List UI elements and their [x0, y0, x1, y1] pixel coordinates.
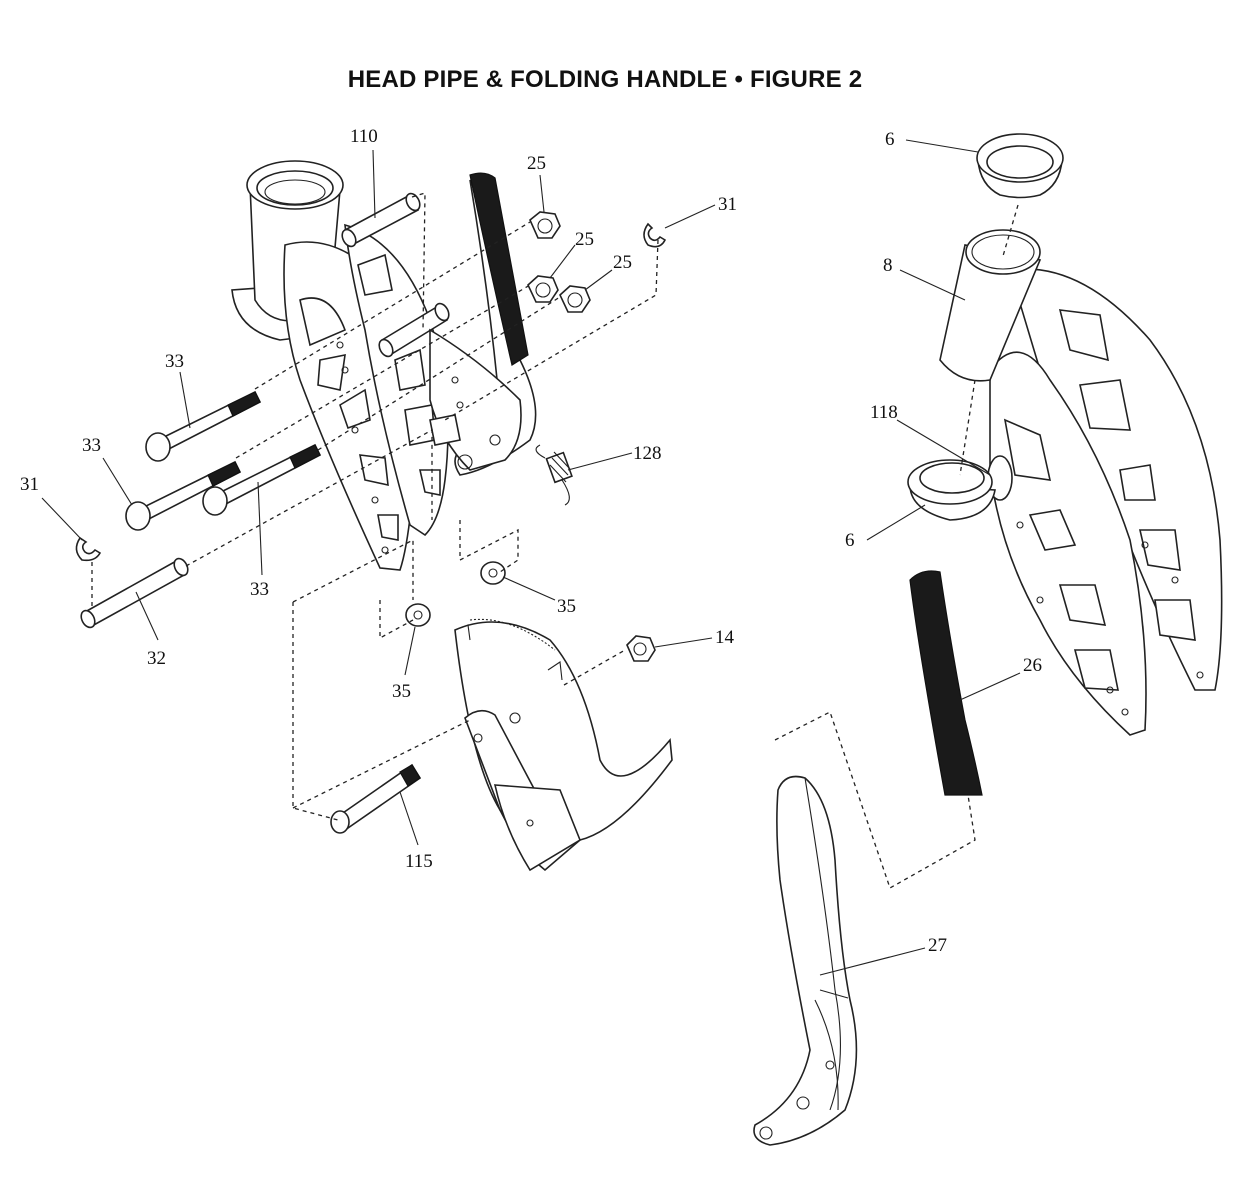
clip-31-right-part [643, 222, 667, 248]
middle-pin-part [378, 302, 450, 358]
callout-33-middle: 33 [82, 435, 101, 456]
nut-25-top-part [529, 211, 561, 239]
bearing-cup-6-top-part [976, 133, 1064, 199]
callout-25-right: 25 [613, 252, 632, 273]
callout-26: 26 [1023, 655, 1042, 676]
figure-title: HEAD PIPE & FOLDING HANDLE • FIGURE 2 [347, 66, 863, 93]
handle-27-part [753, 775, 858, 1146]
callout-32: 32 [147, 648, 166, 669]
nut-25-right-part [559, 285, 591, 313]
callout-25-top: 25 [527, 153, 546, 174]
bolt-33-top-part [145, 390, 262, 462]
callout-110: 110 [350, 126, 378, 147]
callout-6-top: 6 [885, 129, 895, 150]
callout-27: 27 [928, 935, 947, 956]
head-tube-8-part [939, 229, 1042, 382]
callout-8: 8 [883, 255, 893, 276]
pin-110-part [341, 192, 421, 248]
callout-35-right: 35 [557, 596, 576, 617]
grip-26-part [909, 570, 983, 796]
front-side-plate-part [344, 223, 449, 537]
lower-frame-bracket-part [454, 618, 673, 872]
bearing-cup-6-bottom-part [907, 459, 996, 521]
callout-35-left: 35 [392, 681, 411, 702]
washer-35-left-part [405, 603, 431, 627]
assembly-line-left [91, 192, 659, 821]
nut-14-part [626, 635, 656, 662]
callout-33-lower: 33 [250, 579, 269, 600]
clip-31-left-part [75, 536, 102, 562]
callout-33-top: 33 [165, 351, 184, 372]
leader-lines [41, 139, 1021, 976]
callout-115: 115 [405, 851, 433, 872]
latch-lever-part [429, 172, 537, 476]
washer-35-right-part [480, 561, 506, 585]
spring-128-part [535, 444, 573, 506]
nut-25-middle-part [527, 275, 559, 303]
main-frame-part [989, 268, 1223, 736]
callout-31-left: 31 [20, 474, 39, 495]
callout-14: 14 [715, 627, 735, 648]
bolt-33-middle-part [125, 460, 242, 531]
bolt-115-part [330, 763, 422, 834]
callout-25-middle: 25 [575, 229, 594, 250]
pin-32-part [80, 557, 189, 629]
bolt-33-lower-part [202, 443, 322, 516]
callout-118: 118 [870, 402, 898, 423]
callout-6-bottom: 6 [845, 530, 855, 551]
callout-31-right: 31 [718, 194, 737, 215]
callout-128: 128 [633, 443, 662, 464]
